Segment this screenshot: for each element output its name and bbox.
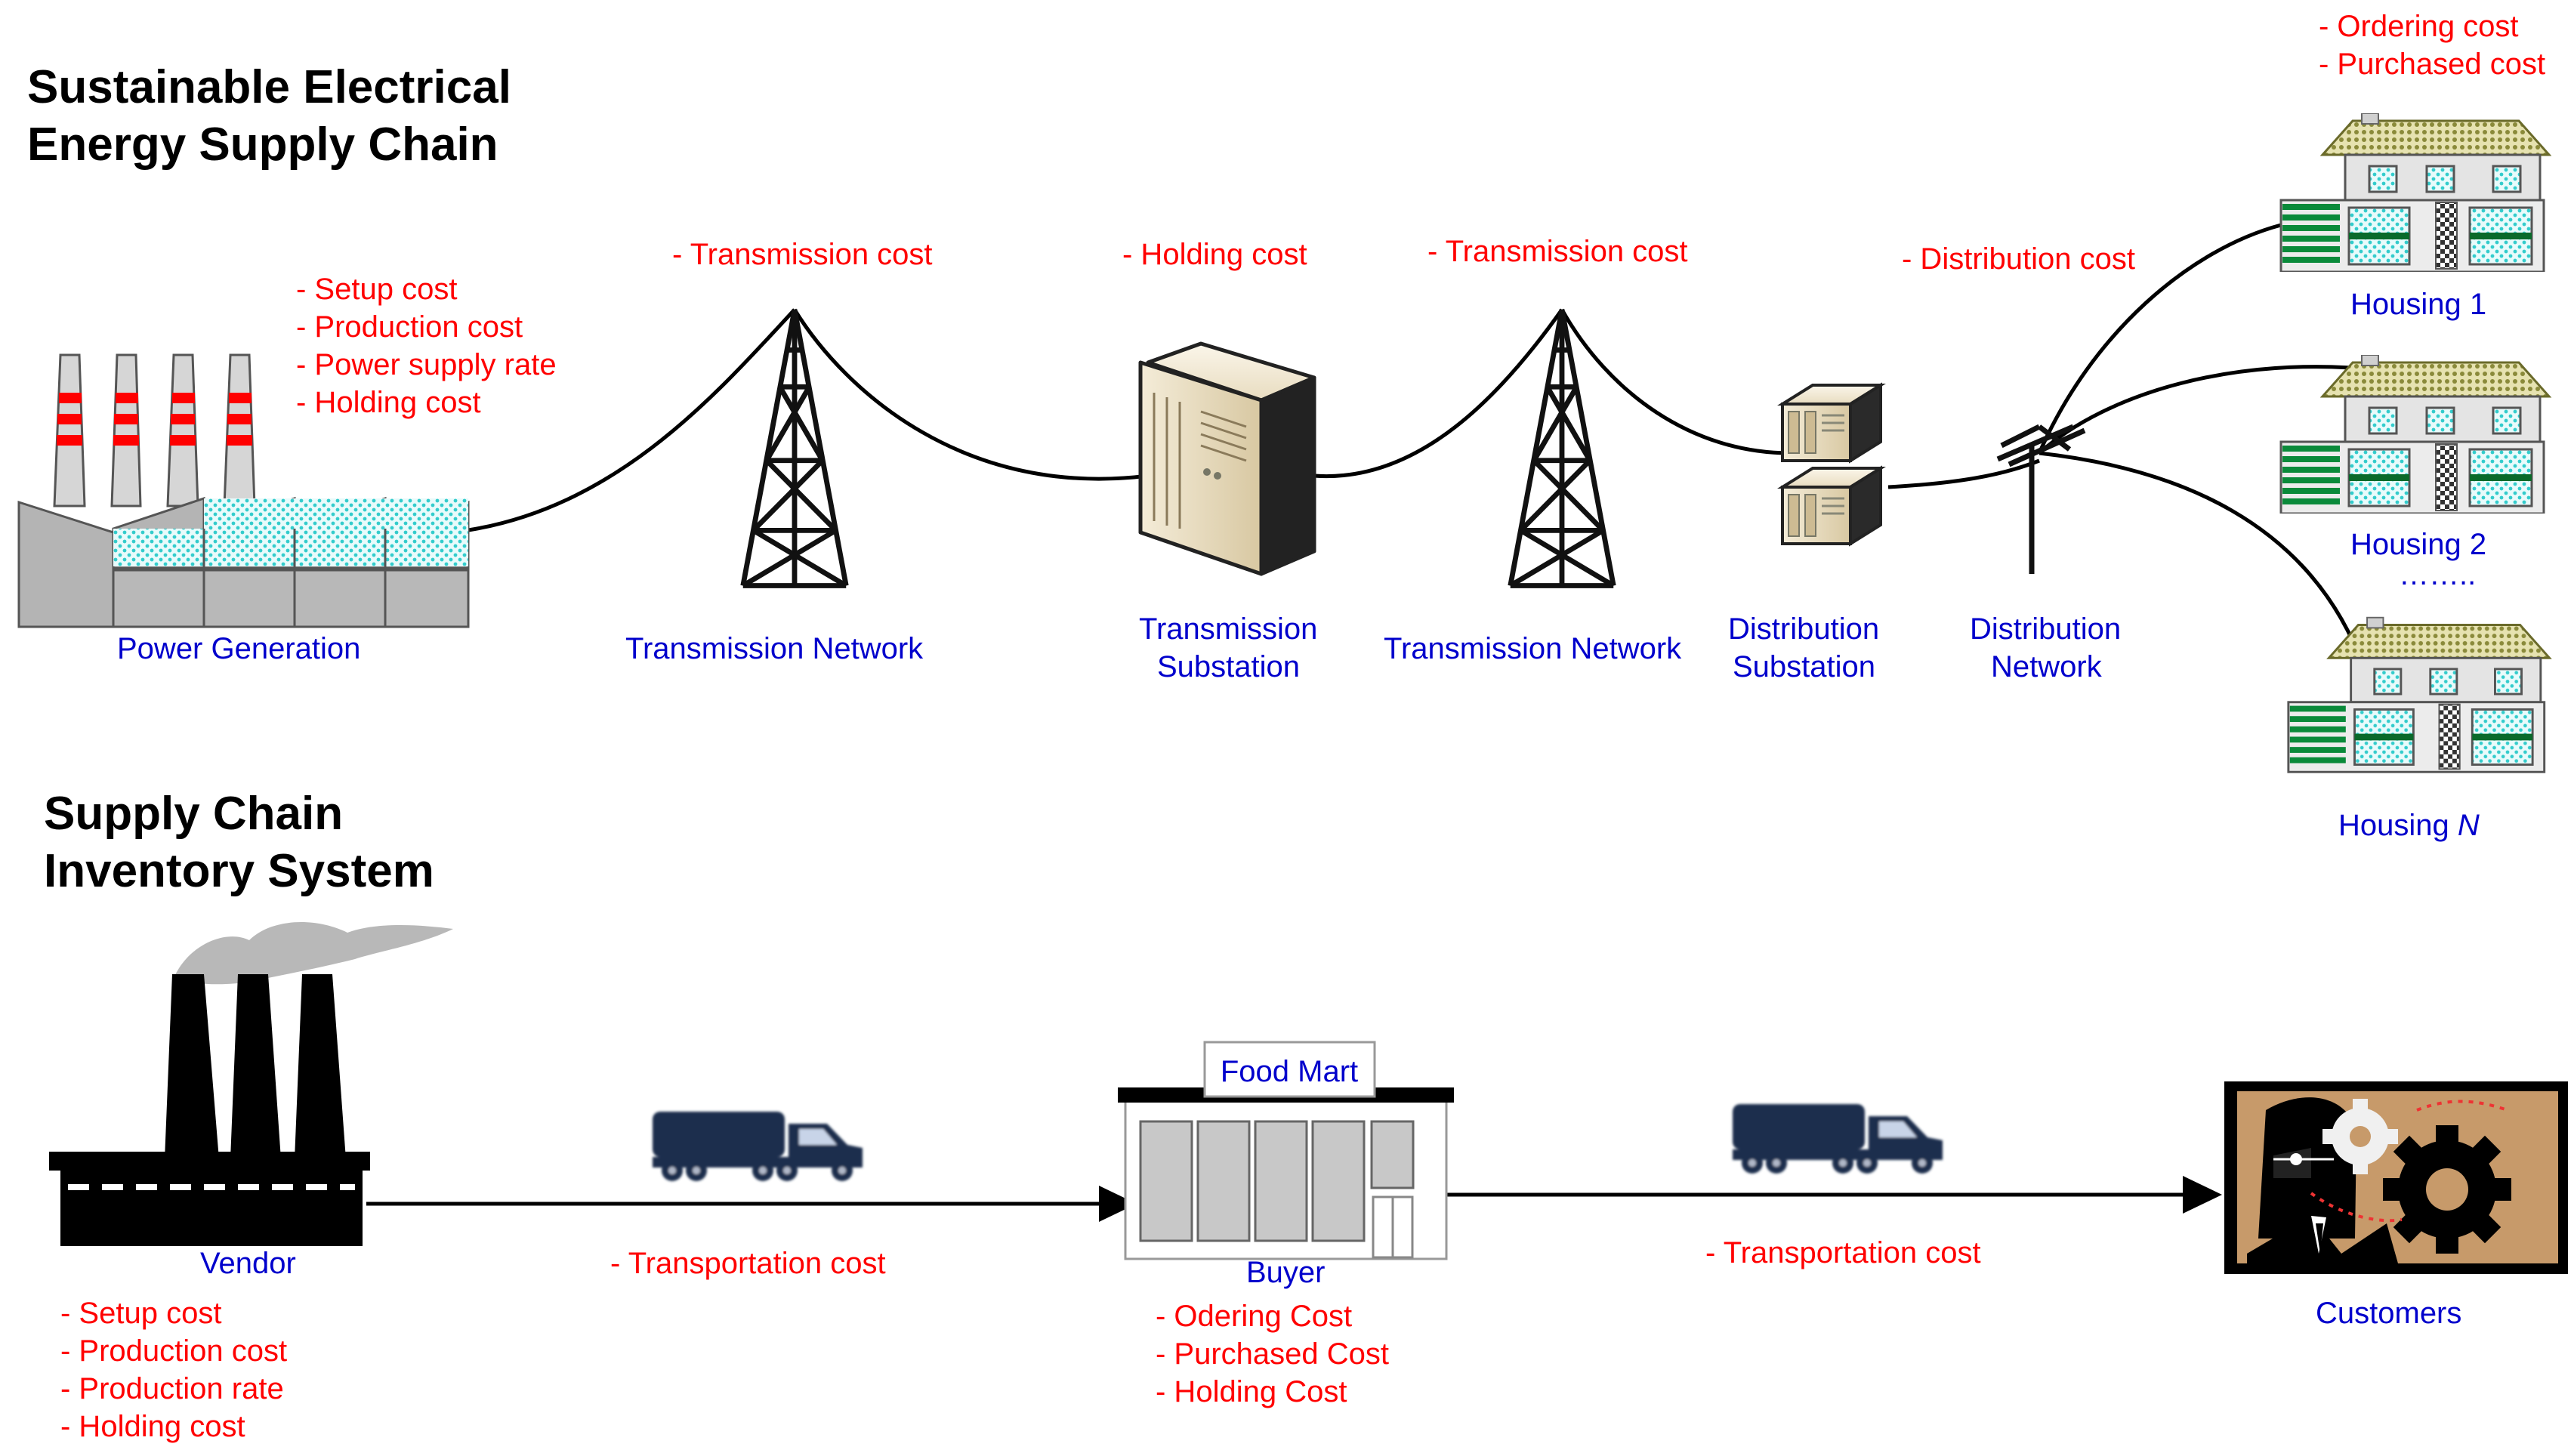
housing-cost-1: - Ordering cost bbox=[2319, 10, 2519, 43]
transmission-substation-cost: - Holding cost bbox=[1122, 238, 1307, 271]
vendor-label: Vendor bbox=[200, 1247, 296, 1280]
gear-icon bbox=[2383, 1125, 2511, 1254]
inventory-title-line-1: Supply Chain bbox=[44, 788, 344, 840]
power-line-distsub-to-pole bbox=[1887, 458, 2040, 489]
power-line-tower2-to-distsub bbox=[1560, 308, 1791, 455]
power-generation-cost-4: - Holding cost bbox=[296, 386, 481, 419]
distribution-network-label-line-2: Network bbox=[1991, 650, 2102, 683]
food-mart-sign: Food Mart bbox=[1220, 1055, 1359, 1088]
buyer-cost-2: - Purchased Cost bbox=[1156, 1337, 1390, 1371]
housing-n-label: Housing N bbox=[2338, 807, 2480, 844]
distribution-substation-icon bbox=[1781, 384, 1882, 545]
vendor-factory-icon bbox=[49, 922, 453, 1246]
distribution-network-cost: - Distribution cost bbox=[1902, 242, 2135, 276]
vendor-cost-2: - Production cost bbox=[60, 1334, 288, 1368]
housing-cost-2: - Purchased cost bbox=[2319, 48, 2546, 81]
transmission-network-2-label: Transmission Network bbox=[1384, 632, 1682, 665]
customers-label: Customers bbox=[2316, 1297, 2462, 1330]
distribution-substation-label-line-2: Substation bbox=[1733, 650, 1876, 683]
food-mart-store-icon bbox=[1118, 1041, 1454, 1260]
small-gear-icon bbox=[2322, 1099, 2398, 1174]
housing-1-label: Housing 1 bbox=[2350, 288, 2487, 321]
power-line-to-housing-n bbox=[2039, 451, 2366, 669]
energy-title-line-2: Energy Supply Chain bbox=[27, 119, 498, 171]
distribution-pole-icon bbox=[1996, 424, 2086, 574]
housing-2-icon bbox=[2279, 355, 2551, 514]
transmission-substation-label-line-1: Transmission bbox=[1139, 612, 1318, 646]
transport-2-cost: - Transportation cost bbox=[1705, 1236, 1981, 1269]
transmission-tower-2-icon bbox=[1511, 310, 1614, 586]
vendor-cost-4: - Holding cost bbox=[60, 1410, 245, 1443]
transmission-substation-label-line-2: Substation bbox=[1157, 650, 1301, 683]
power-line-to-housing-2 bbox=[2038, 365, 2380, 455]
transmission-network-1-label: Transmission Network bbox=[625, 632, 924, 665]
housing-ellipsis: …….. bbox=[2399, 558, 2477, 591]
truck-1-icon bbox=[653, 1112, 863, 1181]
vendor-cost-3: - Production rate bbox=[60, 1372, 284, 1405]
transmission-network-2-cost: - Transmission cost bbox=[1427, 235, 1688, 268]
customers-icon bbox=[2224, 1081, 2568, 1274]
power-generation-factory-icon bbox=[17, 353, 470, 628]
housing-1-icon bbox=[2279, 113, 2551, 272]
housing-n-variable: N bbox=[2457, 809, 2480, 842]
housing-2-label: Housing 2 bbox=[2350, 528, 2487, 561]
transmission-network-1-cost: - Transmission cost bbox=[672, 238, 933, 271]
housing-n-icon bbox=[2287, 616, 2551, 773]
power-generation-cost-3: - Power supply rate bbox=[296, 348, 557, 381]
power-lines bbox=[468, 223, 2380, 669]
housing-n-prefix: Housing bbox=[2338, 809, 2458, 842]
power-line-to-housing-1 bbox=[2037, 223, 2282, 455]
transport-1-cost: - Transportation cost bbox=[610, 1247, 886, 1280]
power-generation-cost-2: - Production cost bbox=[296, 310, 523, 344]
inventory-title-line-2: Inventory System bbox=[44, 845, 434, 897]
power-generation-cost-1: - Setup cost bbox=[296, 273, 458, 306]
transmission-substation-icon bbox=[1138, 341, 1316, 576]
buyer-cost-3: - Holding Cost bbox=[1156, 1375, 1347, 1408]
vendor-cost-1: - Setup cost bbox=[60, 1297, 222, 1330]
power-line-generation-to-tower1 bbox=[468, 308, 796, 532]
distribution-network-label-line-1: Distribution bbox=[1970, 612, 2122, 646]
arrowhead-to-customers bbox=[2183, 1176, 2222, 1214]
truck-2-icon bbox=[1733, 1104, 1943, 1174]
distribution-substation-label-line-1: Distribution bbox=[1728, 612, 1880, 646]
power-generation-label: Power Generation bbox=[117, 632, 361, 665]
buyer-label: Buyer bbox=[1246, 1256, 1326, 1289]
power-line-tower1-to-substation bbox=[792, 308, 1149, 481]
energy-title-line-1: Sustainable Electrical bbox=[27, 61, 511, 113]
arrowhead-to-buyer bbox=[1099, 1186, 1137, 1222]
power-line-substation-to-tower2 bbox=[1313, 308, 1564, 479]
buyer-cost-1: - Odering Cost bbox=[1156, 1300, 1353, 1333]
